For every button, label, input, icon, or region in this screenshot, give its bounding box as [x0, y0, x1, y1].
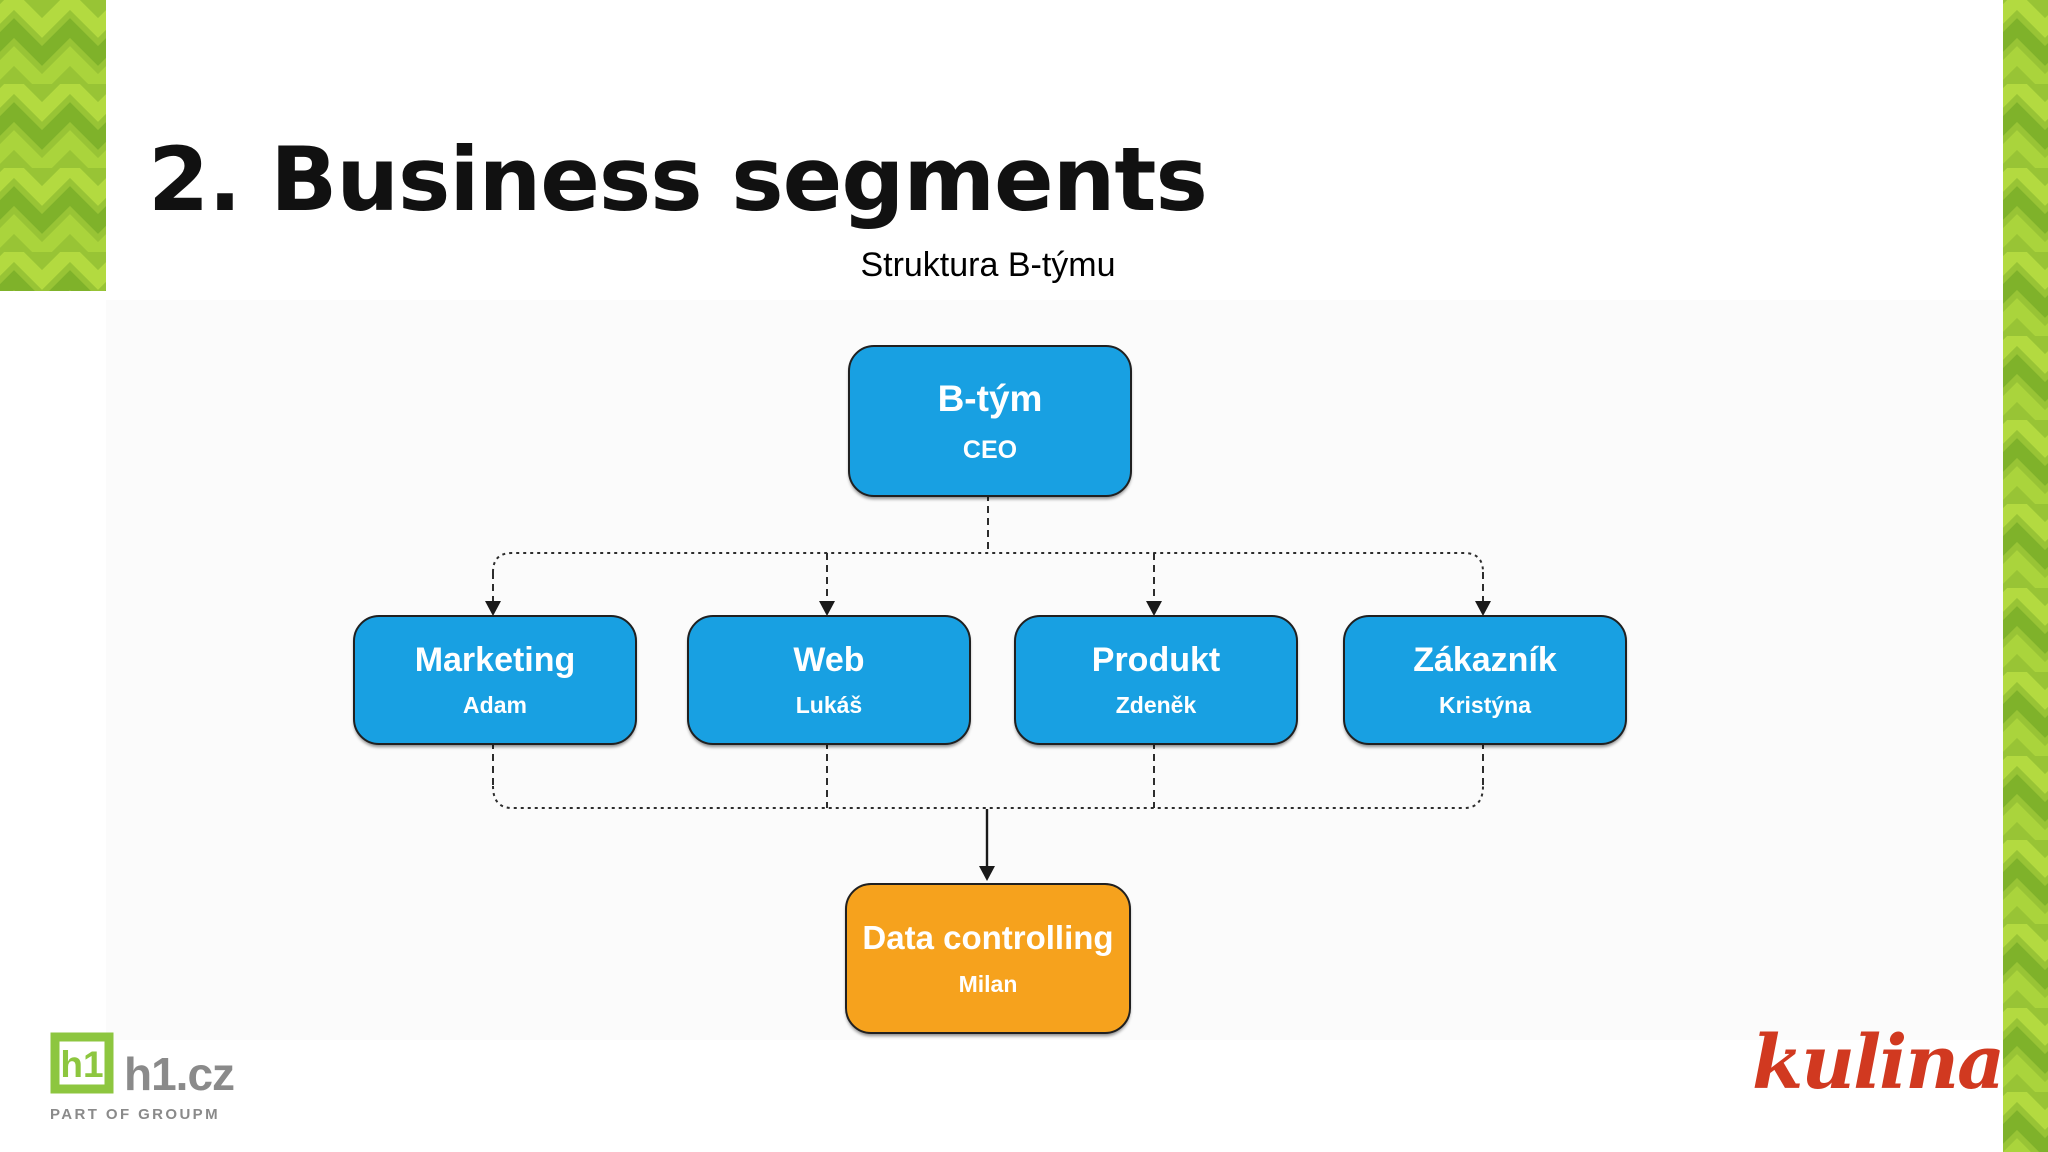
h1cz-logo: h1 h1.cz PART OF GROUPM — [50, 1032, 235, 1123]
org-node-produkt: Produkt Zdeněk — [1014, 615, 1298, 745]
org-node-b-tym: B-tým CEO — [848, 345, 1132, 497]
h1-logo-tagline: PART OF GROUPM — [50, 1106, 220, 1123]
org-node-data-controlling: Data controlling Milan — [845, 883, 1131, 1034]
org-node-person: Kristýna — [1438, 692, 1532, 718]
h1-logo-name: h1.cz — [124, 1048, 235, 1101]
kulina-logo: kulina — [1752, 1020, 2005, 1106]
org-node-web: Web Lukáš — [687, 615, 971, 745]
svg-text:h1: h1 — [60, 1044, 103, 1085]
diagram-title: Struktura B-týmu — [860, 246, 1116, 284]
org-node-label: Marketing — [414, 641, 576, 679]
org-node-person: Adam — [463, 692, 527, 718]
org-node-zakaznik: Zákazník Kristýna — [1343, 615, 1627, 745]
org-node-person: CEO — [962, 435, 1018, 464]
org-node-label: Zákazník — [1413, 641, 1557, 679]
org-node-marketing: Marketing Adam — [353, 615, 637, 745]
org-node-label: Data controlling — [862, 919, 1114, 956]
green-maze-pattern-right — [2003, 0, 2048, 1152]
green-maze-pattern-left — [0, 0, 106, 291]
org-node-person: Milan — [958, 971, 1018, 997]
org-node-label: Produkt — [1091, 641, 1221, 679]
org-node-label: B-tým — [937, 377, 1043, 419]
org-node-label: Web — [793, 641, 865, 679]
h1-logo-icon: h1 — [50, 1032, 114, 1094]
org-node-person: Lukáš — [795, 692, 863, 718]
page-title: 2. Business segments — [148, 128, 1208, 231]
org-node-person: Zdeněk — [1115, 692, 1197, 718]
